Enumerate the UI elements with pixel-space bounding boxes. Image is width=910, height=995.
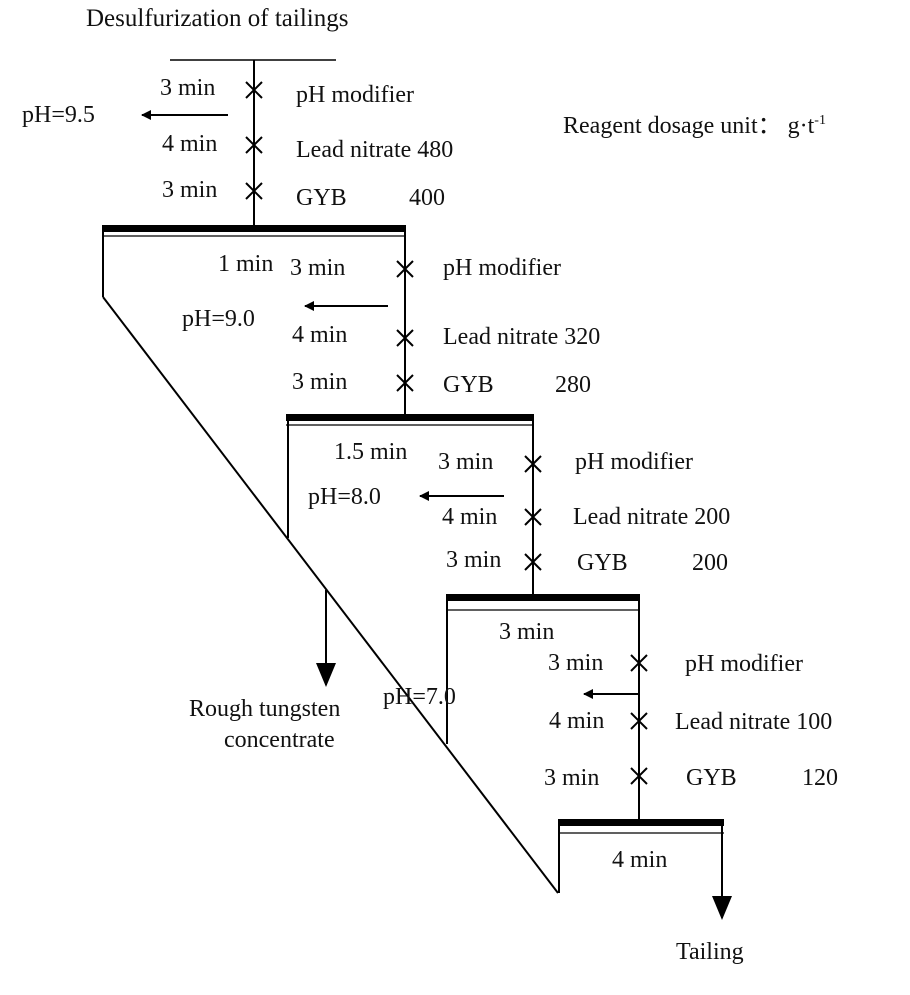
stage-4-dose-3: 120 xyxy=(802,765,838,791)
cell-1-bar xyxy=(102,225,406,232)
stage-3-time-2: 4 min xyxy=(442,504,498,530)
stage-2-time-2: 4 min xyxy=(292,322,348,348)
stage-1-ph: pH=9.5 xyxy=(22,102,95,128)
cell-4-flotation-time: 4 min xyxy=(612,847,668,873)
tailing-label: Tailing xyxy=(676,939,744,965)
stage-3-reagent-3: GYB xyxy=(577,550,628,576)
stage-2-reagent-3: GYB xyxy=(443,372,494,398)
stage-4-time-2: 4 min xyxy=(549,708,605,734)
stage-3-ph: pH=8.0 xyxy=(308,484,381,510)
stage-4-reagent-3: GYB xyxy=(686,765,737,791)
concentrate-label-line-1: Rough tungsten xyxy=(189,696,341,722)
reagent-dose: 100 xyxy=(796,709,833,735)
stage-1-time-3: 3 min xyxy=(162,177,218,203)
stage-4-reagent-1: pH modifier xyxy=(685,651,803,677)
reagent-addition-markers xyxy=(245,81,648,785)
reagent-dose: 320 xyxy=(564,324,601,350)
stage-2-reagent-2: Lead nitrate 320 xyxy=(443,325,600,349)
stage-1-reagent-3: GYB xyxy=(296,185,347,211)
concentrate-label-line-2: concentrate xyxy=(224,727,335,753)
stage-2-dose-3: 280 xyxy=(555,372,591,398)
cell-2-bar xyxy=(286,414,534,421)
reagent-name: Lead nitrate xyxy=(296,137,412,163)
reagent-name: Lead nitrate xyxy=(675,709,791,735)
reagent-dose: 480 xyxy=(417,137,454,163)
stage-2-ph: pH=9.0 xyxy=(182,306,255,332)
reagent-unit-note: Reagent dosage unit： g·t-1 xyxy=(563,113,826,139)
stage-1-dose-3: 400 xyxy=(409,185,445,211)
reagent-name: Lead nitrate xyxy=(573,504,689,530)
stage-3-dose-3: 200 xyxy=(692,550,728,576)
stage-3-time-3: 3 min xyxy=(446,547,502,573)
unit-exponent: -1 xyxy=(814,113,826,128)
cell-3-bar xyxy=(446,594,640,601)
reagent-name: Lead nitrate xyxy=(443,324,559,350)
stage-3-reagent-2: Lead nitrate 200 xyxy=(573,505,730,529)
stage-1-time-2: 4 min xyxy=(162,131,218,157)
concentrate-collector-line xyxy=(102,296,559,894)
stage-1-reagent-2: Lead nitrate 480 xyxy=(296,138,453,162)
cell-4-bar xyxy=(558,819,724,826)
stage-2-time-1: 3 min xyxy=(290,255,346,281)
unit-base: g·t xyxy=(787,113,815,139)
stage-2-time-3: 3 min xyxy=(292,369,348,395)
stage-3-time-1: 3 min xyxy=(438,449,494,475)
stage-1-time-1: 3 min xyxy=(160,75,216,101)
reagent-dose: 200 xyxy=(694,504,731,530)
unit-label: Reagent dosage unit： xyxy=(563,113,782,139)
stage-4-time-1: 3 min xyxy=(548,650,604,676)
stage-2-flotation-time: 1 min xyxy=(218,251,274,277)
stage-4-ph: pH=7.0 xyxy=(383,684,456,710)
stage-4-flotation-time: 3 min xyxy=(499,619,555,645)
stage-3-flotation-time: 1.5 min xyxy=(334,439,408,465)
stage-3-reagent-1: pH modifier xyxy=(575,449,693,475)
feed-title: Desulfurization of tailings xyxy=(86,5,349,32)
stage-2-reagent-1: pH modifier xyxy=(443,255,561,281)
stage-4-time-3: 3 min xyxy=(544,765,600,791)
stage-1-reagent-1: pH modifier xyxy=(296,82,414,108)
stage-4-reagent-2: Lead nitrate 100 xyxy=(675,710,832,734)
